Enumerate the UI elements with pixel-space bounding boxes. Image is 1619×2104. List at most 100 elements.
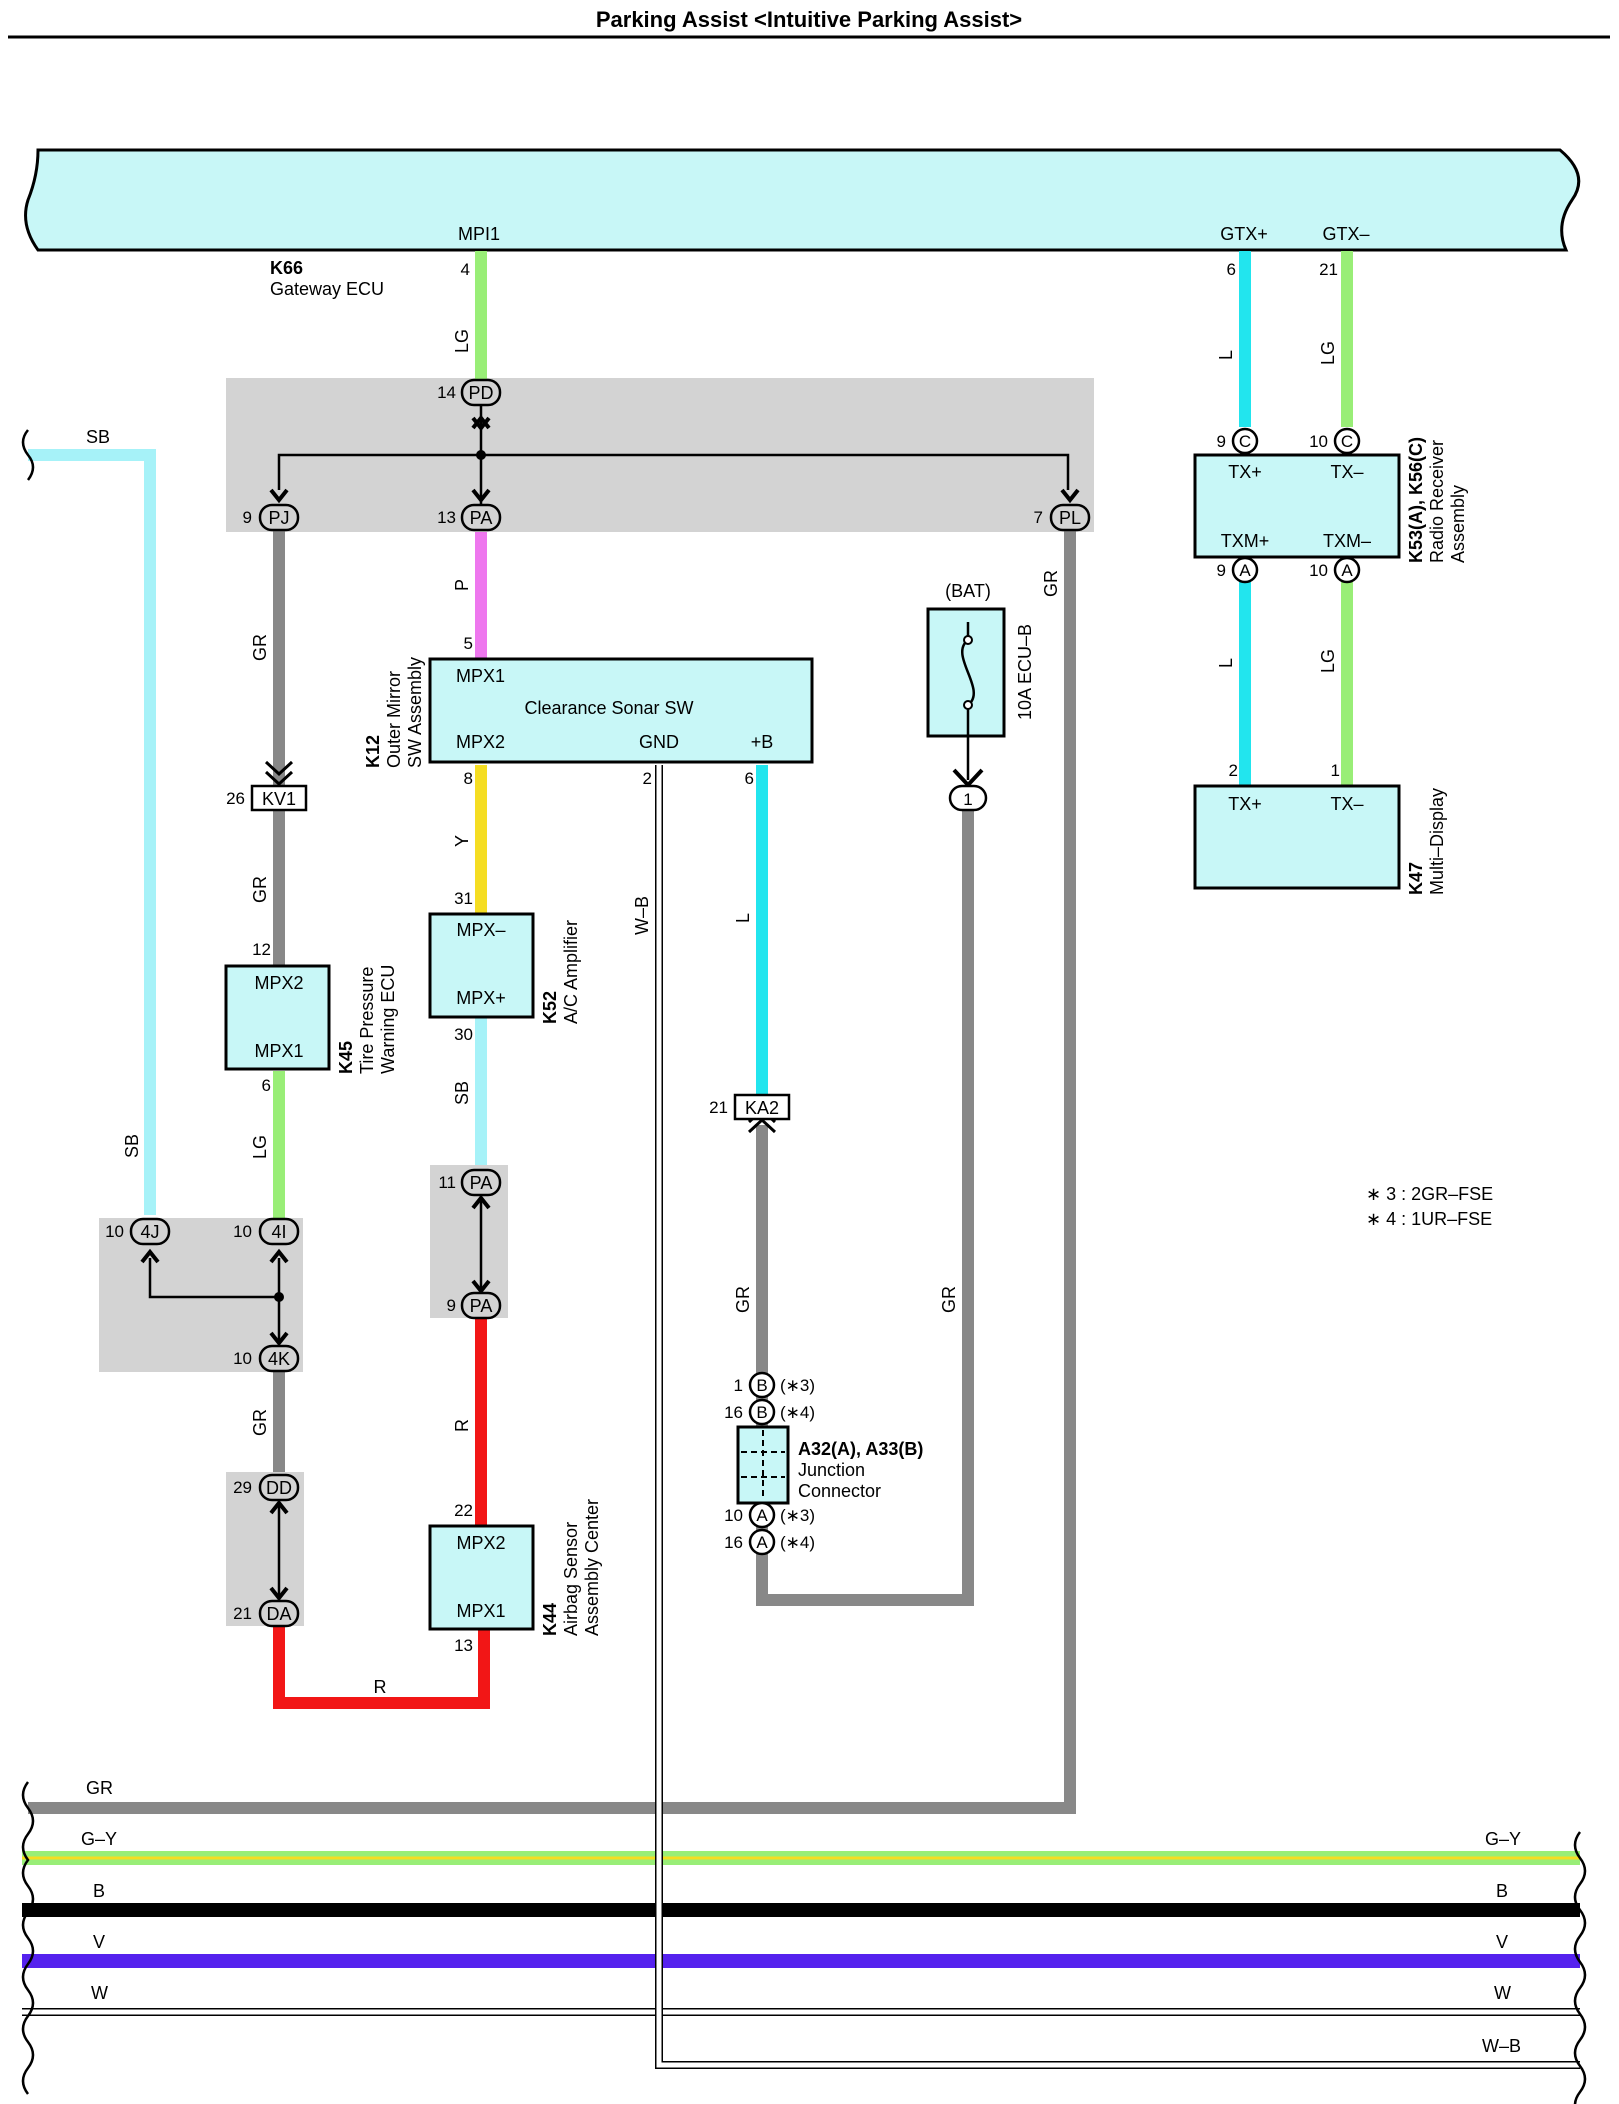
airbag-pin-22: 22 — [454, 1501, 473, 1520]
splice-dot-top — [476, 450, 486, 460]
sonar-name-1: Outer Mirror — [384, 671, 404, 768]
radio-conn-c9-letter: C — [1239, 432, 1251, 451]
airbag-term-mpx2: MPX2 — [456, 1533, 505, 1553]
jc-conn-b16 — [748, 1398, 776, 1426]
ac-term-mpxp: MPX+ — [456, 988, 506, 1008]
airbag-name-1: Airbag Sensor — [561, 1522, 581, 1636]
radio-pin-a10: 10 — [1309, 561, 1328, 580]
conn-pl — [1049, 503, 1091, 532]
radio-conn-a10 — [1333, 556, 1361, 584]
ac-name: A/C Amplifier — [561, 920, 581, 1024]
conn-ka2 — [733, 1093, 791, 1121]
chevron-kv1 — [264, 760, 294, 787]
conn-dd — [258, 1473, 300, 1502]
conn-pj-pin: 9 — [243, 508, 252, 527]
jc-name-2: Connector — [798, 1481, 881, 1501]
tpms-pin-6: 6 — [262, 1076, 271, 1095]
conn-pa-pin: 13 — [437, 508, 456, 527]
jc-code: A32(A), A33(B) — [798, 1439, 923, 1459]
conn-4k — [258, 1344, 300, 1373]
radio-name-1: Radio Receiver — [1427, 440, 1447, 563]
wire-label-b-right: B — [1496, 1881, 1508, 1901]
radio-conn-c10 — [1333, 427, 1361, 455]
wire-label-l-1: L — [1216, 350, 1236, 360]
wire-label-wb-2: W–B — [1482, 2036, 1521, 2056]
arrows-left — [140, 1248, 289, 1347]
wire-label-sb-2: SB — [122, 1134, 142, 1158]
conn-4k-pin: 10 — [233, 1349, 252, 1368]
jc-conn-b16-letter: B — [756, 1403, 767, 1422]
conn-pl-pin: 7 — [1034, 508, 1043, 527]
conn-pd-label: PD — [468, 383, 493, 403]
radio-receiver-box — [1193, 453, 1401, 559]
ac-term-mpxm: MPX– — [456, 920, 505, 940]
sonar-term-mpx2: MPX2 — [456, 732, 505, 752]
gateway-ecu-box — [24, 148, 1581, 252]
tpms-code: K45 — [336, 1041, 356, 1074]
gateway-pin-gtxp: 6 — [1227, 260, 1236, 279]
conn-4i-pin: 10 — [233, 1222, 252, 1241]
sonar-term-mpx1: MPX1 — [456, 666, 505, 686]
wire-label-sb-1: SB — [86, 427, 110, 447]
conn-4j — [129, 1217, 171, 1246]
wire-sb-left — [28, 449, 156, 1215]
jc-conn-a10-letter: A — [756, 1506, 768, 1525]
wire-label-w-right: W — [1494, 1983, 1511, 2003]
conn-dd-label: DD — [266, 1478, 292, 1498]
fuse-terminal-top — [963, 635, 973, 645]
md-term-txm: TX– — [1330, 794, 1363, 814]
fuse-name: 10A ECU–B — [1015, 624, 1035, 720]
wire-gr-junction — [756, 810, 974, 1606]
clearance-sonar-box — [428, 657, 814, 764]
airbag-name-2: Assembly Center — [582, 1499, 602, 1636]
jc-note-b16: (∗4) — [780, 1403, 815, 1422]
conn-kv1-label: KV1 — [262, 789, 296, 809]
radio-term-txmp: TXM+ — [1221, 531, 1270, 551]
splice-top — [277, 453, 1070, 490]
jc-conn-a16-letter: A — [756, 1533, 768, 1552]
wire-label-gr-3: GR — [250, 1409, 270, 1436]
conn-ka2-pin: 21 — [709, 1098, 728, 1117]
jc-note-b1: (∗3) — [780, 1376, 815, 1395]
conn-da-label: DA — [266, 1604, 291, 1624]
md-pin-1: 1 — [1331, 761, 1340, 780]
jc-note-a16: (∗4) — [780, 1533, 815, 1552]
wire-label-w-left: W — [91, 1983, 108, 2003]
wire-label-b-left: B — [93, 1881, 105, 1901]
wire-label-gr-1: GR — [250, 634, 270, 661]
radio-conn-c10-letter: C — [1341, 432, 1353, 451]
conn-dd-pin: 29 — [233, 1478, 252, 1497]
tpms-pin-12: 12 — [252, 940, 271, 959]
break-mark-left — [21, 429, 35, 2095]
tpms-box — [224, 964, 331, 1071]
conn-pj-label: PJ — [268, 508, 289, 528]
sonar-code: K12 — [363, 735, 383, 768]
gateway-pin-gtxm: 21 — [1319, 260, 1338, 279]
conn-da — [258, 1599, 300, 1628]
airbag-sensor-box — [428, 1524, 535, 1631]
arrows-pa — [471, 1194, 491, 1295]
arrows-dd — [269, 1499, 289, 1602]
conn-4k-label: 4K — [268, 1349, 290, 1369]
md-code: K47 — [1406, 862, 1426, 895]
conn-pa11 — [460, 1168, 502, 1197]
conn-pl-label: PL — [1059, 508, 1081, 528]
sonar-name-2: SW Assembly — [405, 657, 425, 768]
arrows-top — [269, 414, 1080, 504]
conn-pa9-pin: 9 — [447, 1296, 456, 1315]
tpms-term-mpx2: MPX2 — [254, 973, 303, 993]
fuse-source: (BAT) — [945, 581, 991, 601]
gateway-code: K66 — [270, 258, 303, 278]
jc-conn-b1 — [748, 1371, 776, 1399]
wire-label-v-right: V — [1496, 1932, 1508, 1952]
sonar-term-b: +B — [751, 732, 774, 752]
conn-pd-pin: 14 — [437, 383, 456, 402]
sonar-term-gnd: GND — [639, 732, 679, 752]
gateway-term-gtxm: GTX– — [1322, 224, 1369, 244]
conn-4i-label: 4I — [271, 1222, 286, 1242]
md-pin-2: 2 — [1229, 761, 1238, 780]
conn-pa9 — [460, 1291, 502, 1320]
conn-pd — [460, 378, 502, 407]
jc-conn-b1-letter: B — [756, 1376, 767, 1395]
radio-term-txmm: TXM– — [1323, 531, 1371, 551]
